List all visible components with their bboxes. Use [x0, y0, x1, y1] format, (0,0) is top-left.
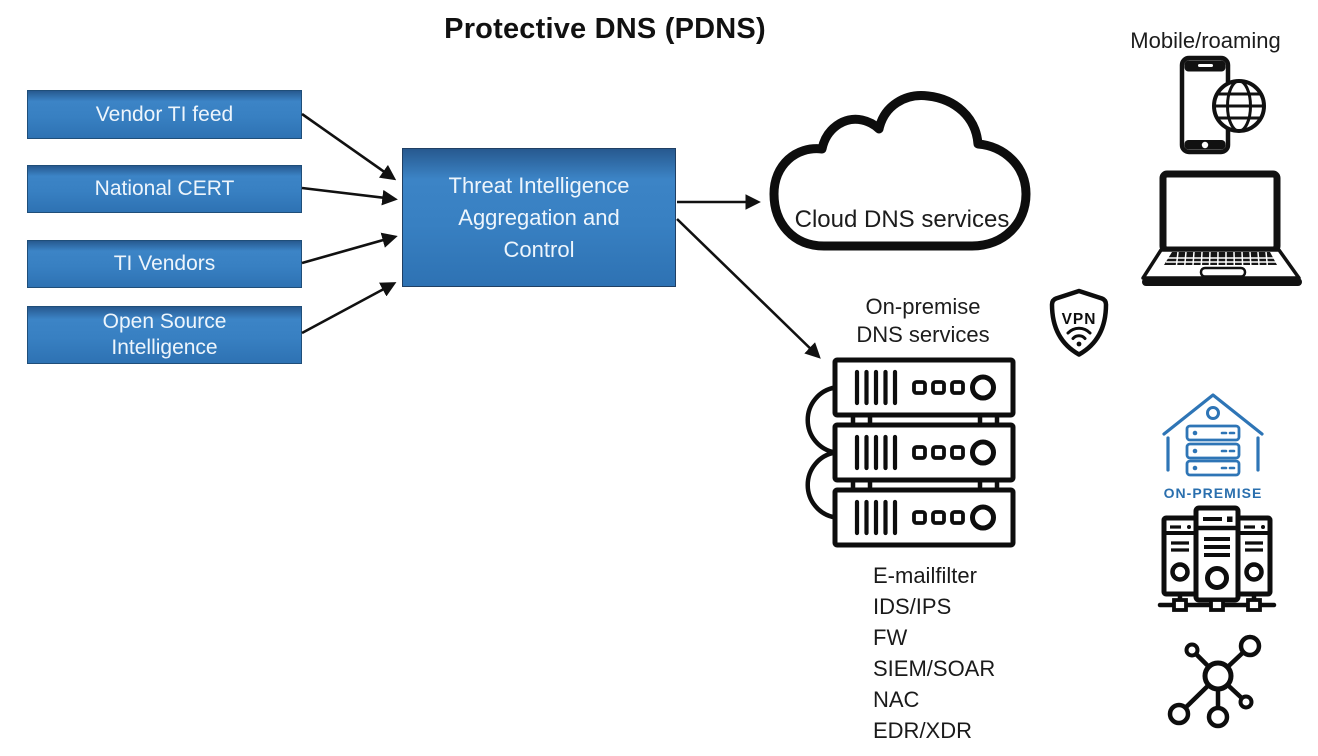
cloud-icon: [769, 91, 1031, 251]
list-item: IDS/IPS: [873, 594, 952, 619]
network-nodes-icon: [1167, 634, 1262, 729]
server-unit: [832, 422, 1016, 483]
list-item: E-mailfilter: [873, 563, 977, 588]
server-tower: [1193, 505, 1241, 603]
server-tower: [1235, 515, 1273, 597]
source-box-ti-vendors: TI Vendors: [27, 240, 302, 288]
onprem-servers-icon: [1157, 505, 1277, 612]
dns-server-stack-icon: [805, 357, 1016, 548]
page-title: Protective DNS (PDNS): [444, 13, 766, 45]
wifi-icon: [1066, 326, 1092, 347]
house-servers-icon: [1162, 393, 1264, 477]
security-stack-list: E-mailfilter IDS/IPS FW SIEM/SOAR NAC ED…: [873, 560, 1103, 746]
server-unit: [832, 487, 1016, 548]
aggregator-box: Threat Intelligence Aggregation and Cont…: [402, 148, 676, 287]
arrow-osint-to-aggregator: [301, 282, 397, 335]
server-tower: [1161, 515, 1199, 597]
mobile-roaming-label: Mobile/roaming: [1130, 28, 1281, 53]
onprem-dns-line2: DNS services: [856, 322, 990, 347]
aggregator-label: Threat Intelligence Aggregation and Cont…: [448, 172, 630, 262]
list-item: SIEM/SOAR: [873, 656, 996, 681]
globe-icon: [1212, 79, 1266, 133]
source-box-national-cert: National CERT: [27, 165, 302, 213]
smartphone-icon: [1179, 55, 1231, 155]
laptop-icon: [1141, 170, 1302, 286]
mobile-phone-globe-icon: [1179, 55, 1266, 155]
source-box-label: Open Source Intelligence: [102, 310, 227, 359]
cloud-dns-label: Cloud DNS services: [794, 206, 1010, 233]
onprem-dns-label: On-premise DNS services: [842, 293, 1004, 349]
vpn-shield-icon: VPN: [1049, 288, 1109, 357]
onprem-dns-line1: On-premise: [865, 294, 981, 319]
arrow-vendor-to-aggregator: [301, 112, 397, 181]
arrow-tivendors-to-aggregator: [301, 232, 398, 265]
vpn-label: VPN: [1062, 311, 1097, 328]
list-item: FW: [873, 625, 908, 650]
arrow-aggregator-to-onprem: [676, 218, 821, 359]
source-box-label: Vendor TI feed: [95, 102, 234, 126]
server-unit: [832, 357, 1016, 418]
list-item: NAC: [873, 687, 920, 712]
source-box-open-source-intelligence: Open Source Intelligence: [27, 306, 302, 364]
source-box-label: TI Vendors: [113, 252, 216, 275]
source-box-label: National CERT: [94, 177, 235, 200]
source-box-vendor-ti-feed: Vendor TI feed: [27, 90, 302, 139]
onpremise-badge: ON-PREMISE: [1163, 485, 1263, 501]
list-item: EDR/XDR: [873, 718, 973, 743]
arrow-cert-to-aggregator: [301, 186, 398, 206]
